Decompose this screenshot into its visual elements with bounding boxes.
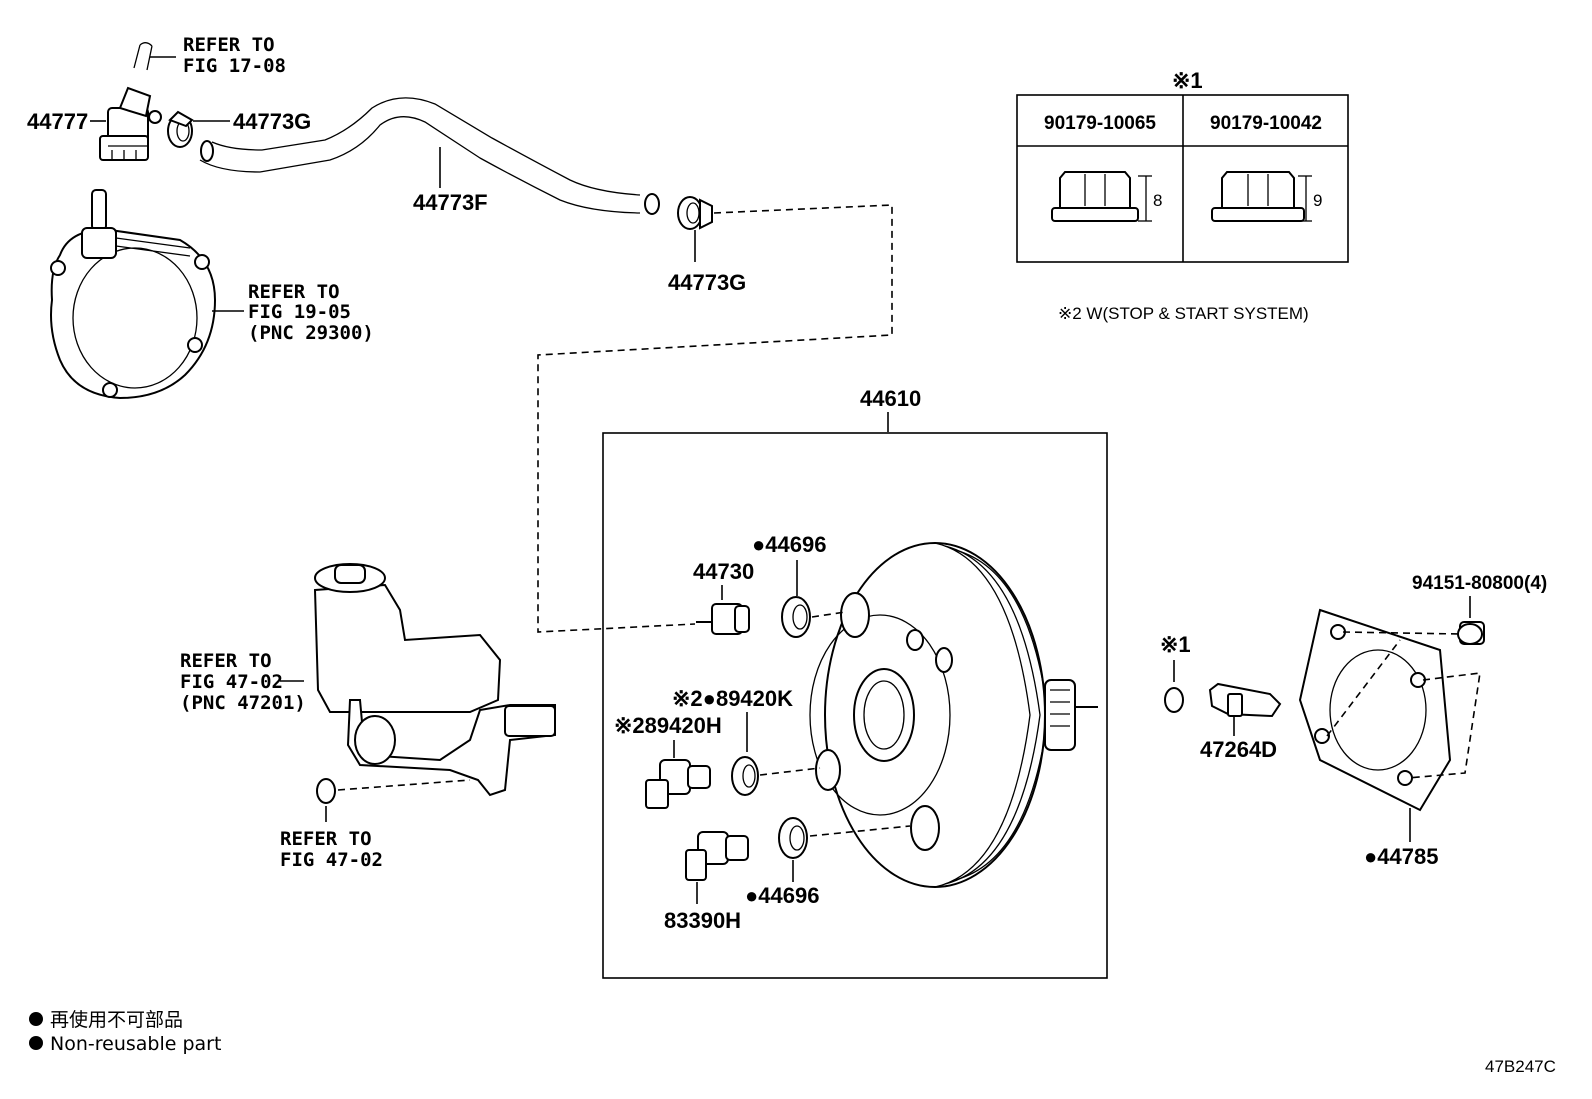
ref-fig4702a-line2: FIG 47-02 — [180, 671, 283, 693]
small-hose-end — [133, 42, 176, 71]
grommet-89420k — [731, 756, 759, 796]
part-89420h[interactable]: ※289420H — [614, 713, 722, 738]
part-94151-80800[interactable]: 94151-80800(4) — [1412, 573, 1547, 594]
brake-booster — [809, 542, 1098, 888]
nut-height-8: 8 — [1153, 191, 1162, 210]
ref-fig4702b-line1: REFER TO — [280, 828, 372, 850]
ref-fig4702a-line1: REFER TO — [180, 650, 272, 672]
part-44773g-mid[interactable]: 44773G — [668, 270, 746, 295]
note-stop-start: ※2 W(STOP & START SYSTEM) — [1058, 304, 1309, 323]
ref-fig1905-line1: REFER TO — [248, 281, 340, 303]
ref-fig1905-line3: (PNC 29300) — [248, 322, 374, 344]
part-44696-bottom[interactable]: ●44696 — [745, 883, 819, 908]
hose-clamp-44773g-top — [167, 110, 194, 148]
part-83390h[interactable]: 83390H — [664, 908, 741, 933]
part-47264d[interactable]: 47264D — [1200, 737, 1277, 762]
part-44773f[interactable]: 44773F — [413, 190, 488, 215]
ref-fig4702b-line2: FIG 47-02 — [280, 849, 383, 871]
table-mark: ※1 — [1172, 68, 1203, 93]
ref-fig1708-line1: REFER TO — [183, 34, 275, 56]
flange-nut-9 — [1211, 171, 1312, 222]
part-44610[interactable]: 44610 — [860, 386, 921, 411]
nut-94151 — [1457, 621, 1485, 645]
table-part-col1[interactable]: 90179-10065 — [1044, 113, 1156, 134]
hose-routing-dashed — [537, 204, 893, 633]
grommet-44696-top — [781, 596, 811, 638]
legend-dot-2 — [29, 1036, 43, 1050]
master-cylinder — [313, 563, 556, 797]
grommet-44696-bottom — [778, 817, 808, 859]
legend-jp: 再使用不可部品 — [50, 1009, 183, 1031]
legend-dot-1 — [29, 1012, 43, 1026]
part-44777[interactable]: 44777 — [27, 109, 88, 134]
vacuum-hose-44773f — [199, 97, 660, 215]
table-part-col2[interactable]: 90179-10042 — [1210, 113, 1322, 134]
ref-fig4702a-line3: (PNC 47201) — [180, 692, 306, 714]
vacuum-sensor-89420h — [645, 759, 711, 809]
part-44785[interactable]: ●44785 — [1364, 844, 1438, 869]
check-valve-44777 — [99, 86, 162, 161]
nut-mark1 — [1164, 687, 1184, 713]
check-valve-44730 — [696, 603, 750, 635]
mark1-part: ※1 — [1160, 632, 1191, 657]
part-44773g-top[interactable]: 44773G — [233, 109, 311, 134]
vacuum-sensor-83390h — [685, 831, 749, 881]
legend-en: Non-reusable part — [50, 1033, 221, 1055]
ref-fig1905-line2: FIG 19-05 — [248, 301, 351, 323]
gasket-44785 — [1298, 608, 1452, 812]
grommet-master-cylinder — [316, 778, 336, 804]
nut-table — [1016, 94, 1349, 263]
hose-clamp-44773g-mid — [677, 196, 713, 230]
part-44696-top[interactable]: ●44696 — [752, 532, 826, 557]
booster-assembly-frame — [602, 432, 1108, 979]
vacuum-pump — [50, 189, 217, 400]
ref-fig1708-line2: FIG 17-08 — [183, 55, 286, 77]
part-89420k[interactable]: ※2●89420K — [672, 686, 793, 711]
part-44730[interactable]: 44730 — [693, 559, 754, 584]
nut-height-9: 9 — [1313, 191, 1322, 210]
figure-code: 47B247C — [1485, 1057, 1556, 1076]
bracket-47264d — [1208, 682, 1282, 718]
flange-nut-8 — [1051, 171, 1152, 222]
